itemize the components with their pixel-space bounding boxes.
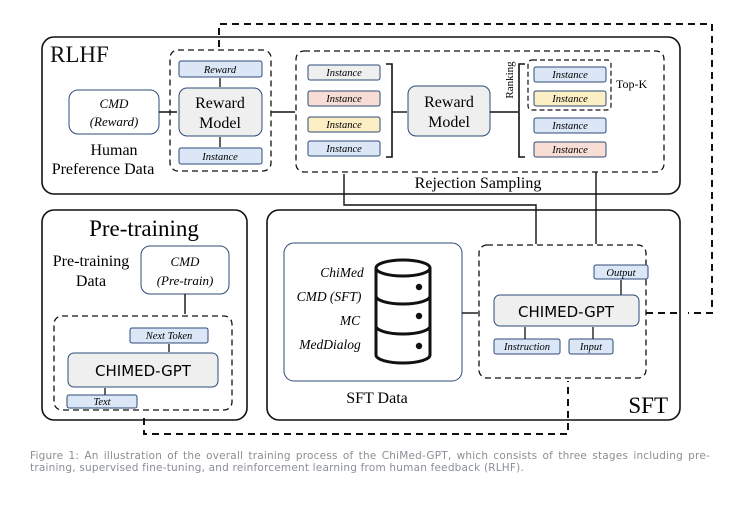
- reward-instance-label: Instance: [201, 152, 238, 163]
- next-token-label: Next Token: [145, 331, 193, 342]
- pretraining-frame: [41, 209, 248, 421]
- ranking-bracket: [518, 63, 525, 158]
- top-k-label: Top-K: [616, 77, 647, 91]
- reward-model-right-line1: Reward: [424, 94, 474, 111]
- sft-title: SFT: [628, 393, 668, 418]
- candidate-instance-1-label: Instance: [325, 68, 362, 79]
- ranked-instance-2: [533, 90, 607, 107]
- rlhf-frame: [41, 36, 681, 195]
- input-box: [568, 338, 614, 355]
- ranked-instance-3: [533, 117, 607, 134]
- reward-model-left-line2: Model: [199, 115, 241, 132]
- sft-dataset-3: MedDialog: [298, 337, 361, 352]
- rlhf-title: RLHF: [50, 42, 109, 67]
- reward-model-dashed-box: [169, 49, 272, 172]
- next-token-box: [129, 327, 209, 344]
- sft-data-box: [283, 242, 463, 382]
- candidate-instance-3-label: Instance: [325, 120, 362, 131]
- pretraining-data-line2: Data: [76, 273, 106, 290]
- ranking-label: Ranking: [504, 61, 516, 99]
- text-label: Text: [93, 397, 111, 408]
- candidate-instance-2: [307, 90, 381, 107]
- rejection-sampling-dashed-box: [295, 50, 665, 173]
- ranked-instance-1: [533, 66, 607, 83]
- database-icon: [374, 258, 432, 365]
- ranked-instance-4: [533, 141, 607, 158]
- sft-dataset-1: CMD (SFT): [297, 289, 362, 304]
- reward-model-left-line1: Reward: [195, 95, 245, 112]
- ranked-instance-1-label: Instance: [551, 70, 588, 81]
- ranked-instance-2-label: Instance: [551, 94, 588, 105]
- reward-output-box: [178, 60, 263, 78]
- input-label: Input: [579, 342, 603, 353]
- cmd-reward-line2: (Reward): [90, 114, 139, 129]
- human-pref-line1: Human: [90, 142, 137, 159]
- loop-dashed-bottom: [143, 381, 569, 435]
- sft-dataset-0: ChiMed: [320, 265, 364, 280]
- candidate-instance-4: [307, 140, 381, 157]
- instruction-box: [493, 338, 561, 355]
- cmd-reward-line1: CMD: [100, 96, 130, 111]
- pretrain-dashed-box: [53, 315, 233, 411]
- text-box: [66, 394, 138, 409]
- candidate-instance-2-label: Instance: [325, 94, 362, 105]
- sft-model-name: CHIMED-GPT: [518, 303, 615, 321]
- arrow-sft-to-rejection: [343, 174, 537, 244]
- figure-caption: Figure 1: An illustration of the overall…: [30, 450, 710, 474]
- human-pref-line2: Preference Data: [52, 161, 155, 178]
- sft-data-label: SFT Data: [346, 390, 407, 407]
- pretraining-data-line1: Pre-training: [53, 253, 129, 270]
- ranked-instance-3-label: Instance: [551, 121, 588, 132]
- sft-frame: [266, 209, 681, 421]
- candidate-instance-4-label: Instance: [325, 144, 362, 155]
- reward-model-right-line2: Model: [428, 114, 470, 131]
- ranked-instance-4-label: Instance: [551, 145, 588, 156]
- rejection-sampling-label: Rejection Sampling: [415, 175, 542, 192]
- pretraining-title: Pre-training: [89, 216, 199, 241]
- sft-model-box: [493, 294, 640, 327]
- reward-output-label: Reward: [203, 65, 237, 76]
- loop-dashed-top: [218, 23, 713, 314]
- instruction-label: Instruction: [503, 342, 550, 353]
- reward-model-box-left: [178, 87, 263, 137]
- sft-dashed-box: [478, 244, 647, 379]
- reward-instance-box: [178, 147, 263, 165]
- pretrain-model-name: CHIMED-GPT: [95, 362, 192, 380]
- reward-model-box-right: [407, 85, 491, 137]
- candidate-instance-1: [307, 64, 381, 81]
- cmd-pretrain-line1: CMD: [171, 254, 201, 269]
- output-label: Output: [606, 268, 636, 279]
- output-box: [593, 264, 649, 280]
- candidate-bracket: [386, 63, 393, 158]
- candidate-instance-3: [307, 116, 381, 133]
- pretrain-model-box: [67, 352, 219, 388]
- sft-dataset-2: MC: [339, 313, 361, 328]
- cmd-pretrain-line2: (Pre-train): [157, 273, 214, 288]
